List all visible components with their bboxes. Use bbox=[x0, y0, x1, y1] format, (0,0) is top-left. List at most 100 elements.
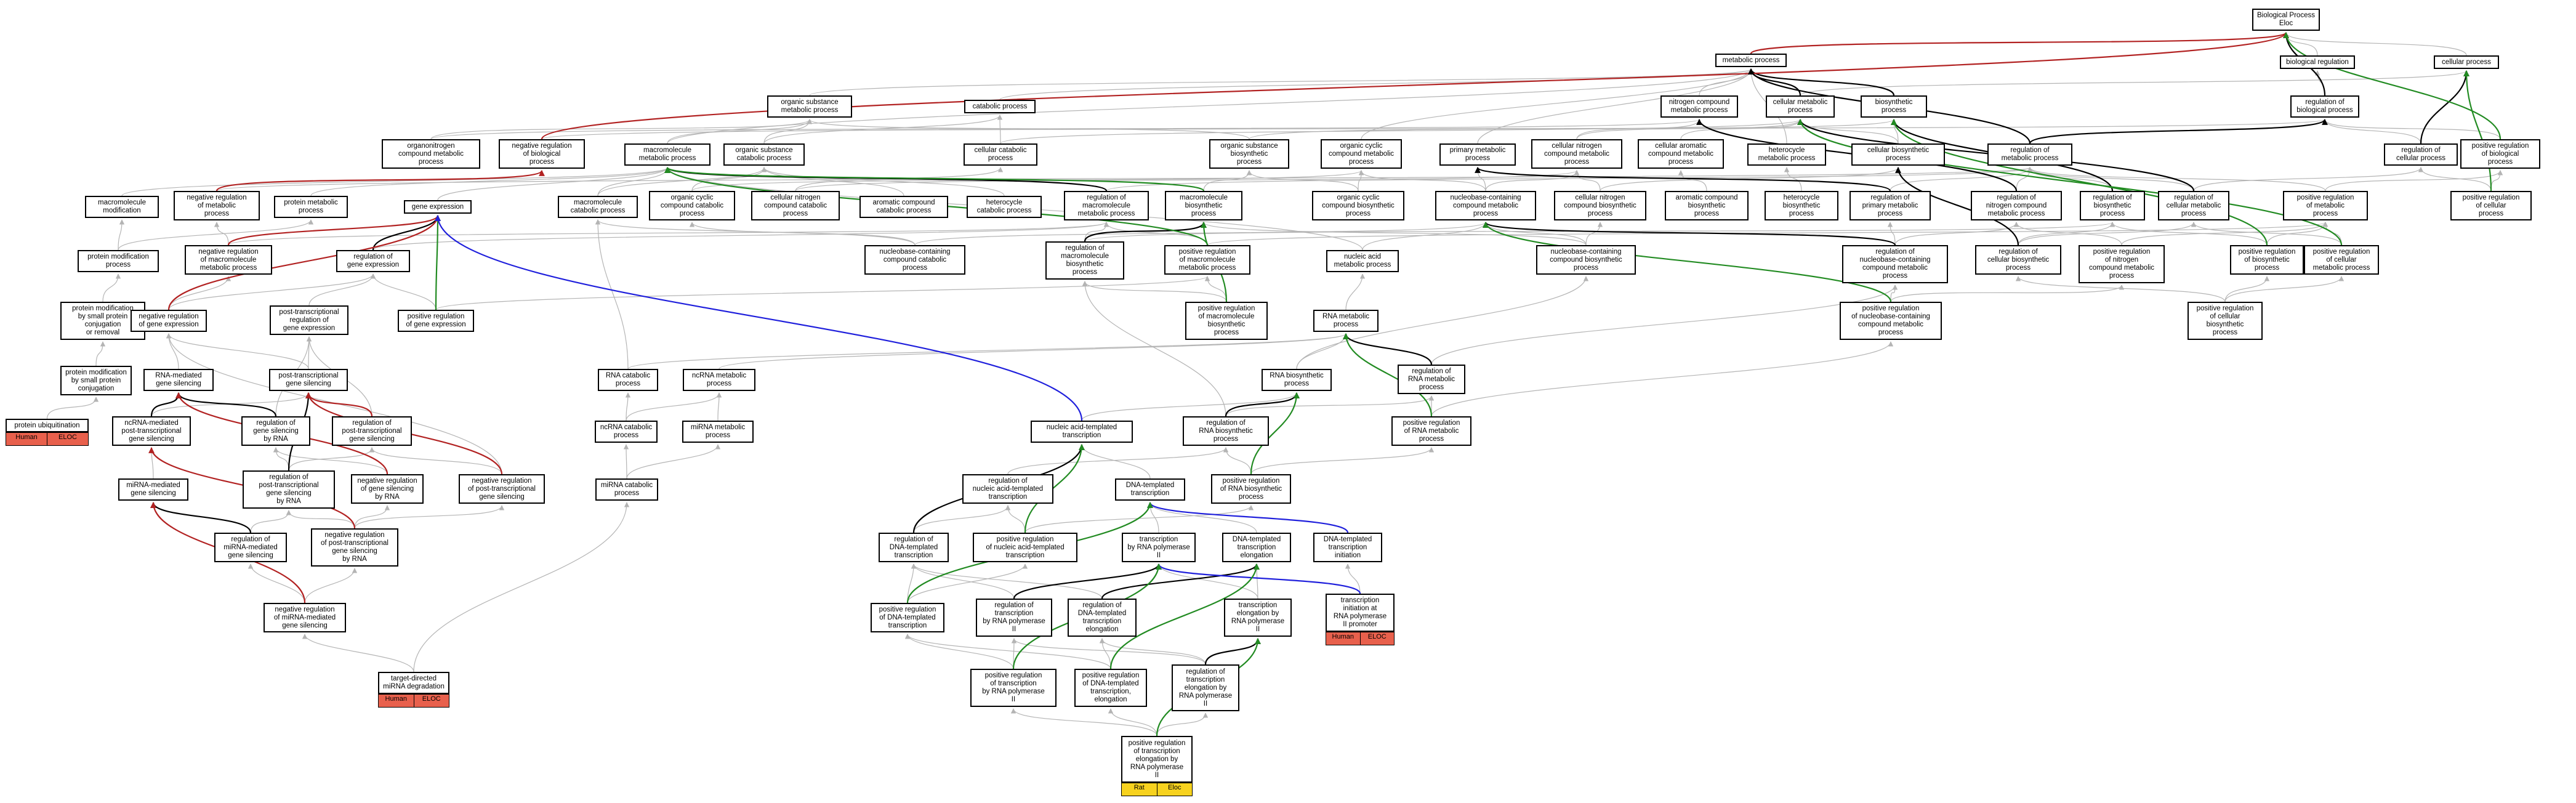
go-term-node[interactable]: macromolecule catabolic process bbox=[558, 196, 638, 218]
go-term-node[interactable]: RNA metabolic process bbox=[1313, 310, 1379, 332]
go-term-node[interactable]: organic cyclic compound metabolic proces… bbox=[1321, 139, 1402, 169]
go-term-node[interactable]: protein modification process bbox=[78, 250, 159, 272]
go-term-node[interactable]: negative regulation of gene expression bbox=[131, 310, 207, 332]
go-term-node[interactable]: regulation of cellular metabolic process bbox=[2158, 191, 2229, 220]
go-term-node[interactable]: positive regulation of RNA biosynthetic … bbox=[1211, 474, 1291, 504]
go-term-node[interactable]: RNA catabolic process bbox=[598, 369, 658, 391]
go-term-node[interactable]: positive regulation of macromolecule bio… bbox=[1185, 302, 1268, 340]
go-term-node[interactable]: DNA-templated transcription initiation bbox=[1313, 533, 1382, 562]
go-term-node[interactable]: nucleobase-containing compound catabolic… bbox=[864, 245, 965, 275]
go-term-node[interactable]: target-directed miRNA degradation bbox=[378, 672, 449, 694]
go-term-node[interactable]: cellular nitrogen compound catabolic pro… bbox=[751, 191, 840, 220]
go-term-node[interactable]: ncRNA-mediated post-transcriptional gene… bbox=[112, 416, 191, 446]
go-term-node[interactable]: cellular metabolic process bbox=[1766, 95, 1835, 118]
go-term-node[interactable]: positive regulation of transcription elo… bbox=[1121, 736, 1193, 783]
go-term-node[interactable]: primary metabolic process bbox=[1439, 143, 1516, 166]
go-term-node[interactable]: organic substance catabolic process bbox=[723, 143, 805, 166]
go-term-node[interactable]: RNA-mediated gene silencing bbox=[143, 369, 214, 391]
go-term-node[interactable]: cellular aromatic compound metabolic pro… bbox=[1638, 139, 1724, 169]
go-term-node[interactable]: ncRNA metabolic process bbox=[683, 369, 755, 391]
go-term-node[interactable]: cellular nitrogen compound metabolic pro… bbox=[1531, 139, 1622, 169]
go-term-node[interactable]: heterocycle metabolic process bbox=[1747, 143, 1826, 166]
go-term-node[interactable]: biosynthetic process bbox=[1861, 95, 1927, 118]
go-term-node[interactable]: Biological Process Eloc bbox=[2252, 9, 2320, 31]
go-term-node[interactable]: organonitrogen compound metabolic proces… bbox=[382, 139, 480, 169]
go-term-node[interactable]: positive regulation of DNA-templated tra… bbox=[1074, 669, 1147, 707]
go-term-node[interactable]: DNA-templated transcription elongation bbox=[1222, 533, 1291, 562]
go-term-node[interactable]: positive regulation of biosynthetic proc… bbox=[2230, 245, 2304, 275]
go-term-node[interactable]: catabolic process bbox=[964, 100, 1036, 113]
go-term-node[interactable]: regulation of metabolic process bbox=[1987, 143, 2072, 166]
go-term-node[interactable]: post-transcriptional regulation of gene … bbox=[270, 305, 348, 335]
go-term-node[interactable]: regulation of post-transcriptional gene … bbox=[332, 416, 412, 446]
go-term-node[interactable]: cellular catabolic process bbox=[964, 143, 1037, 166]
go-term-node[interactable]: regulation of nucleobase-containing comp… bbox=[1842, 245, 1948, 283]
go-term-node[interactable]: miRNA metabolic process bbox=[682, 421, 754, 443]
go-term-node[interactable]: ncRNA catabolic process bbox=[595, 421, 658, 443]
go-term-node[interactable]: positive regulation of RNA metabolic pro… bbox=[1391, 416, 1471, 446]
go-term-node[interactable]: transcription initiation at RNA polymera… bbox=[1326, 594, 1395, 632]
go-term-node[interactable]: protein ubiquitination bbox=[6, 419, 89, 432]
go-term-node[interactable]: regulation of transcription elongation b… bbox=[1172, 664, 1239, 711]
go-term-node[interactable]: negative regulation of biological proces… bbox=[499, 139, 585, 169]
go-term-node[interactable]: positive regulation of DNA-templated tra… bbox=[871, 603, 944, 632]
go-term-node[interactable]: regulation of DNA-templated transcriptio… bbox=[879, 533, 949, 562]
go-term-node[interactable]: regulation of DNA-templated transcriptio… bbox=[1068, 599, 1137, 637]
go-term-node[interactable]: nucleobase-containing compound metabolic… bbox=[1435, 191, 1536, 220]
go-term-node[interactable]: regulation of biological process bbox=[2290, 95, 2359, 118]
go-term-node[interactable]: macromolecule biosynthetic process bbox=[1165, 191, 1242, 220]
go-term-node[interactable]: regulation of gene expression bbox=[336, 250, 410, 272]
go-term-node[interactable]: positive regulation of cellular metaboli… bbox=[2304, 245, 2379, 275]
go-term-node[interactable]: regulation of miRNA-mediated gene silenc… bbox=[214, 533, 287, 562]
go-term-node[interactable]: nitrogen compound metabolic process bbox=[1660, 95, 1738, 118]
go-term-node[interactable]: biological regulation bbox=[2280, 55, 2355, 69]
go-term-node[interactable]: heterocycle catabolic process bbox=[967, 196, 1042, 218]
go-term-node[interactable]: nucleic acid-templated transcription bbox=[1031, 421, 1133, 443]
go-term-node[interactable]: nucleic acid metabolic process bbox=[1326, 250, 1399, 272]
go-term-node[interactable]: positive regulation of macromolecule met… bbox=[1164, 245, 1250, 275]
go-term-node[interactable]: positive regulation of gene expression bbox=[398, 310, 474, 332]
go-term-node[interactable]: regulation of RNA biosynthetic process bbox=[1183, 416, 1269, 446]
go-term-node[interactable]: positive regulation of nucleic acid-temp… bbox=[973, 533, 1077, 562]
go-term-node[interactable]: miRNA-mediated gene silencing bbox=[118, 478, 188, 501]
go-term-node[interactable]: regulation of gene silencing by RNA bbox=[241, 416, 310, 446]
go-term-node[interactable]: regulation of biosynthetic process bbox=[2080, 191, 2145, 220]
go-term-node[interactable]: protein modification by small protein co… bbox=[60, 366, 132, 395]
go-term-node[interactable]: regulation of cellular biosynthetic proc… bbox=[1975, 245, 2061, 275]
go-term-node[interactable]: nucleobase-containing compound biosynthe… bbox=[1536, 245, 1636, 275]
go-term-node[interactable]: DNA-templated transcription bbox=[1115, 478, 1185, 501]
go-term-node[interactable]: transcription elongation by RNA polymera… bbox=[1224, 599, 1292, 637]
go-term-node[interactable]: regulation of RNA metabolic process bbox=[1398, 365, 1465, 394]
go-term-node[interactable]: positive regulation of metabolic process bbox=[2283, 191, 2368, 220]
go-term-node[interactable]: negative regulation of macromolecule met… bbox=[185, 245, 272, 275]
go-term-node[interactable]: negative regulation of miRNA-mediated ge… bbox=[264, 603, 346, 632]
go-term-node[interactable]: organic cyclic compound biosynthetic pro… bbox=[1312, 191, 1404, 220]
go-term-node[interactable]: regulation of primary metabolic process bbox=[1849, 191, 1931, 220]
go-term-node[interactable]: heterocycle biosynthetic process bbox=[1765, 191, 1838, 220]
go-term-node[interactable]: cellular process bbox=[2434, 55, 2499, 69]
go-term-node[interactable]: positive regulation of transcription by … bbox=[970, 669, 1057, 707]
go-term-node[interactable]: protein metabolic process bbox=[274, 196, 348, 218]
go-term-node[interactable]: negative regulation of metabolic process bbox=[174, 191, 260, 220]
go-term-node[interactable]: gene expression bbox=[404, 200, 472, 214]
go-term-node[interactable]: RNA biosynthetic process bbox=[1262, 369, 1332, 391]
go-term-node[interactable]: negative regulation of gene silencing by… bbox=[351, 474, 424, 504]
go-term-node[interactable]: regulation of cellular process bbox=[2384, 143, 2458, 166]
go-term-node[interactable]: positive regulation of cellular process bbox=[2450, 191, 2532, 220]
go-term-node[interactable]: organic substance biosynthetic process bbox=[1209, 139, 1289, 169]
go-term-node[interactable]: cellular biosynthetic process bbox=[1851, 143, 1945, 166]
go-term-node[interactable]: negative regulation of post-transcriptio… bbox=[459, 474, 545, 504]
go-term-node[interactable]: macromolecule metabolic process bbox=[624, 143, 710, 166]
go-term-node[interactable]: positive regulation of cellular biosynth… bbox=[2188, 302, 2263, 340]
go-term-node[interactable]: positive regulation of biological proces… bbox=[2460, 139, 2540, 169]
go-term-node[interactable]: aromatic compound biosynthetic process bbox=[1665, 191, 1749, 220]
go-term-node[interactable]: negative regulation of post-transcriptio… bbox=[311, 528, 398, 567]
go-term-node[interactable]: cellular nitrogen compound biosynthetic … bbox=[1554, 191, 1646, 220]
go-term-node[interactable]: positive regulation of nucleobase-contai… bbox=[1840, 302, 1942, 340]
go-term-node[interactable]: regulation of nucleic acid-templated tra… bbox=[962, 474, 1053, 504]
go-term-node[interactable]: organic cyclic compound catabolic proces… bbox=[649, 191, 735, 220]
go-term-node[interactable]: positive regulation of nitrogen compound… bbox=[2079, 245, 2165, 283]
go-term-node[interactable]: transcription by RNA polymerase II bbox=[1122, 533, 1196, 562]
go-term-node[interactable]: aromatic compound catabolic process bbox=[859, 196, 948, 218]
go-term-node[interactable]: organic substance metabolic process bbox=[767, 95, 852, 118]
